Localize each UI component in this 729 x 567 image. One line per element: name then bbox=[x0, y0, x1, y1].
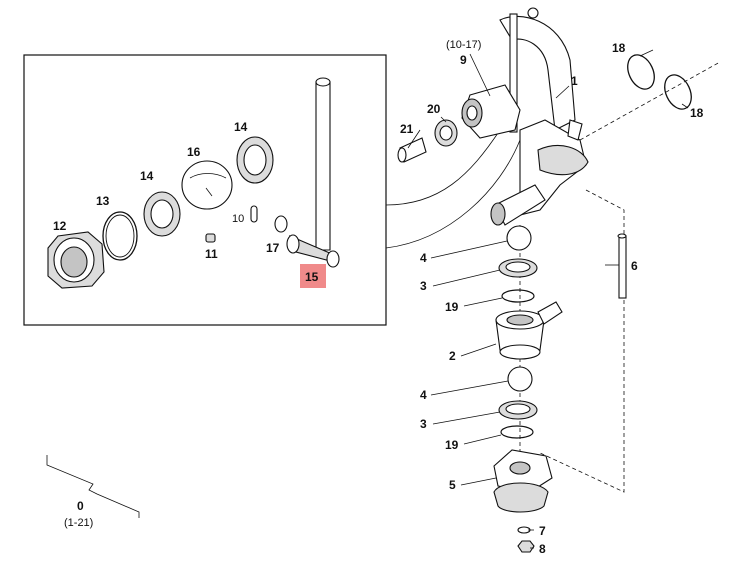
callout-19-upper: 19 bbox=[445, 300, 459, 314]
part-4-ball-lower bbox=[507, 366, 533, 392]
leader-lines bbox=[407, 49, 689, 549]
callout-11: 11 bbox=[205, 247, 218, 261]
callout-7: 7 bbox=[539, 524, 546, 538]
callout-17: 17 bbox=[266, 241, 280, 255]
part-17-oring bbox=[274, 215, 288, 233]
callout-15-highlight bbox=[300, 264, 326, 288]
callout-18-lower: 18 bbox=[690, 106, 704, 120]
callout-ref-top: (10-17) bbox=[446, 39, 481, 51]
callout-ref-bottom: (1-21) bbox=[64, 517, 93, 529]
callout-0: 0 bbox=[77, 499, 84, 513]
callout-3-upper: 3 bbox=[420, 279, 427, 293]
part-14-seat-left bbox=[143, 191, 181, 237]
part-1-body bbox=[490, 7, 589, 226]
callout-19-lower: 19 bbox=[445, 438, 459, 452]
callout-16: 16 bbox=[187, 145, 201, 159]
part-16-ball bbox=[181, 160, 233, 210]
part-19-oring-lower bbox=[500, 425, 534, 439]
part-3-seat-upper bbox=[498, 258, 538, 278]
callout-1: 1 bbox=[571, 74, 578, 88]
part-15-stem-handle bbox=[286, 77, 340, 268]
callout-12: 12 bbox=[53, 219, 67, 233]
part-14-seat-right bbox=[236, 136, 274, 184]
part-13-oring bbox=[102, 211, 138, 261]
part-8-nut bbox=[517, 540, 535, 553]
callout-9: 9 bbox=[460, 53, 467, 67]
part-5-base-flange bbox=[493, 449, 553, 513]
callout-labels: 12 13 14 16 14 10 11 17 15 (10-17) 9 1 2… bbox=[53, 39, 704, 556]
callout-13: 13 bbox=[96, 194, 110, 208]
part-0-overview-ref bbox=[46, 455, 140, 518]
inset-connector-lines bbox=[385, 129, 521, 249]
callout-5: 5 bbox=[449, 478, 456, 492]
callout-18-upper: 18 bbox=[612, 41, 626, 55]
callout-3-lower: 3 bbox=[420, 417, 427, 431]
callout-20: 20 bbox=[427, 102, 441, 116]
part-21-plug bbox=[397, 137, 427, 163]
part-19-oring-upper bbox=[501, 289, 535, 303]
part-6-bolt bbox=[617, 233, 627, 299]
callout-10: 10 bbox=[232, 213, 244, 225]
callout-15: 15 bbox=[305, 270, 319, 284]
part-11-screw bbox=[205, 233, 216, 243]
detail-inset bbox=[23, 54, 387, 326]
callout-8: 8 bbox=[539, 542, 546, 556]
callout-6: 6 bbox=[631, 259, 638, 273]
callout-4-lower: 4 bbox=[420, 388, 427, 402]
part-18-rings bbox=[627, 54, 692, 110]
part-2-valve-body bbox=[495, 301, 563, 360]
callout-21: 21 bbox=[400, 122, 414, 136]
part-12-nut bbox=[47, 231, 105, 289]
callout-4-upper: 4 bbox=[420, 251, 427, 265]
part-3-seat-lower bbox=[498, 400, 538, 420]
part-10-pin bbox=[250, 205, 258, 223]
part-20-nut bbox=[434, 119, 458, 147]
callout-2: 2 bbox=[449, 349, 456, 363]
part-4-ball-upper bbox=[506, 225, 532, 251]
part-9-valve-head bbox=[461, 84, 521, 139]
callout-14-left: 14 bbox=[140, 169, 154, 183]
callout-14-right: 14 bbox=[234, 120, 248, 134]
